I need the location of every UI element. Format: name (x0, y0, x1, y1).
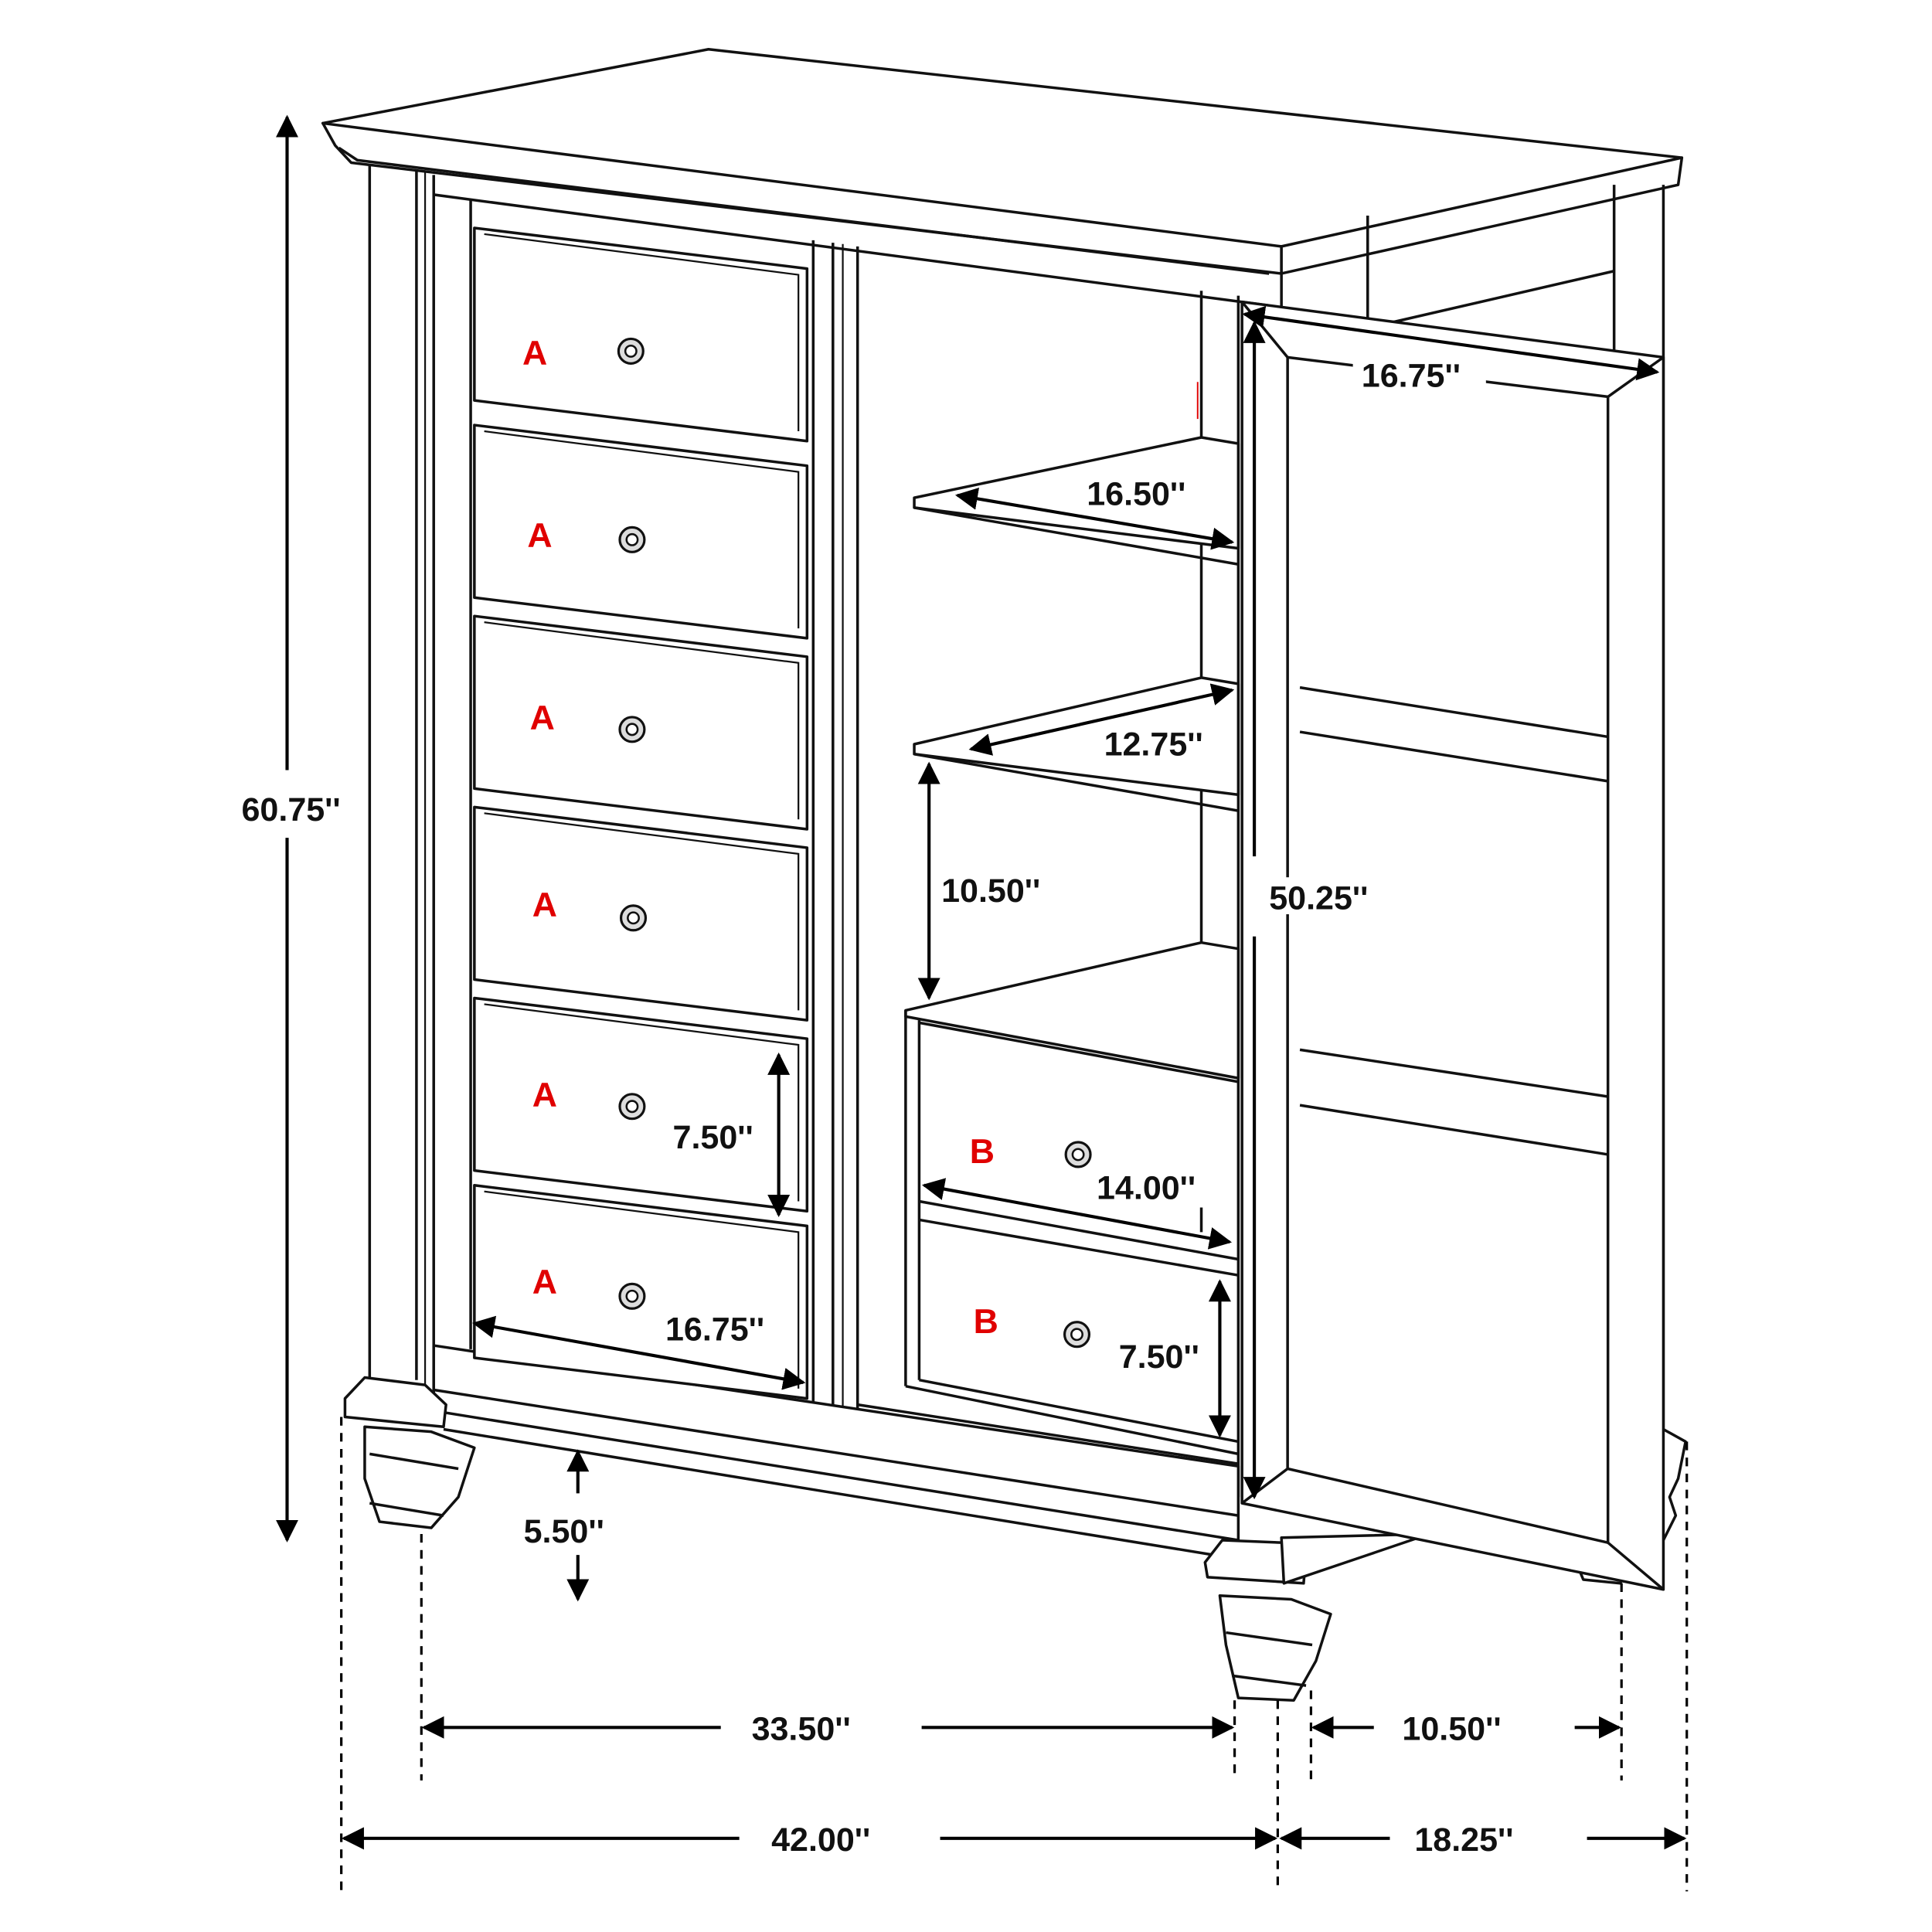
drawer-column-a (473, 226, 809, 1400)
dim-leg-clearance: 5.50'' (524, 1513, 604, 1550)
dim-drawer-a-width: 16.75'' (665, 1311, 764, 1349)
dim-drawer-b-height: 7.50'' (1119, 1338, 1199, 1376)
drawer-label-a: A (522, 335, 547, 372)
knob-icon (617, 337, 645, 365)
top-side-edge (1280, 156, 1684, 275)
knob-icon (618, 1093, 646, 1121)
left-foot (343, 1376, 476, 1529)
cornice-line (338, 146, 1270, 275)
drawer-label-a: A (532, 1077, 557, 1114)
dim-overall-depth: 18.25'' (1414, 1821, 1513, 1859)
dim-drawer-a-height: 7.50'' (673, 1119, 753, 1156)
dim-inner-leg-depth: 10.50'' (1402, 1710, 1501, 1747)
dim-door-width: 16.75'' (1362, 358, 1461, 395)
knob-icon (618, 716, 646, 743)
drawer-label-a: A (530, 699, 555, 737)
drawer-label-b: B (970, 1133, 995, 1171)
door-panel (1240, 300, 1665, 1591)
drawer-label-b: B (974, 1303, 998, 1341)
dimension-lines: 60.75'' 16.75'' 16.50'' 12.75'' 10.50'' … (242, 114, 1689, 1892)
shelf-section (904, 382, 1240, 1456)
dim-overall-width: 42.00'' (771, 1821, 870, 1859)
open-door (1240, 300, 1665, 1591)
dim-door-height: 50.25'' (1269, 880, 1368, 917)
drawer-label-a: A (532, 1264, 557, 1301)
upper-shelf (913, 436, 1240, 550)
dim-middle-shelf-depth: 12.75'' (1104, 726, 1203, 763)
drawer-label-a: A (532, 886, 557, 924)
knob-icon (618, 526, 646, 553)
drawer-label-a: A (527, 517, 552, 555)
dim-inner-leg-width: 33.50'' (752, 1710, 851, 1747)
dim-upper-shelf-depth: 16.50'' (1087, 476, 1185, 513)
drawer-labels: A A A A A A B B (522, 335, 998, 1341)
knob-icon (618, 1282, 646, 1310)
knob-icon (619, 904, 648, 932)
dim-shelf-clearance: 10.50'' (941, 872, 1040, 910)
cabinet-body (321, 48, 1687, 1702)
drawer-knobs (617, 337, 1092, 1349)
dim-drawer-b-width: 14.00'' (1097, 1169, 1196, 1206)
knob-icon (1063, 1321, 1091, 1349)
bottom-plinth (432, 1344, 1240, 1542)
dim-overall-height: 60.75'' (242, 791, 341, 828)
knob-icon (1064, 1141, 1092, 1168)
